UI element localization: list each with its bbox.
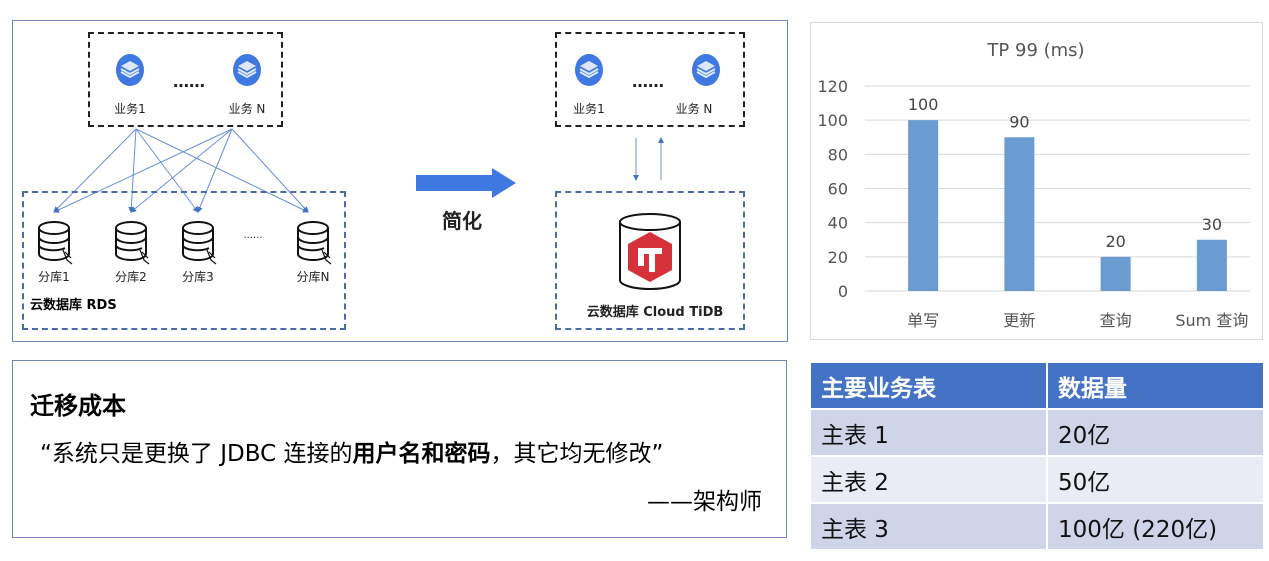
mysql-database-icon: [179, 220, 223, 270]
chart-title: TP 99 (ms): [986, 40, 1084, 61]
x-tick-label: 查询: [1100, 311, 1132, 330]
shard-ellipsis: ......: [243, 230, 263, 241]
cell: 100亿 (220亿): [1046, 502, 1265, 551]
y-tick-label: 40: [828, 214, 848, 233]
bar: [1100, 256, 1131, 291]
y-tick-label: 100: [817, 111, 848, 130]
tp99-bar-chart: TP 99 (ms) 0 20 40 60 80 100 120 100 单写 90 更新 20 查询 30…: [817, 40, 1250, 330]
architecture-panel: [12, 20, 788, 342]
mysql-database-icon: [112, 220, 156, 270]
data-label: 90: [1009, 112, 1029, 131]
shard-label: 分库1: [38, 270, 70, 284]
header-table: 主要业务表: [809, 361, 1048, 410]
data-label: 30: [1202, 215, 1222, 234]
y-tick-label: 0: [838, 282, 848, 301]
x-tick-label: Sum 查询: [1175, 311, 1248, 330]
chart-panel: [810, 22, 1263, 340]
cell: 20亿: [1046, 408, 1265, 457]
simplify-arrow: [416, 168, 516, 198]
y-tick-label: 20: [828, 248, 848, 267]
mysql-database-icon: [294, 220, 338, 270]
quote-post: ，其它均无修改”: [490, 441, 664, 467]
cell: 50亿: [1046, 455, 1265, 504]
rds-box: [22, 191, 346, 330]
connection-lines: [53, 128, 664, 213]
ellipsis: ……: [173, 72, 205, 91]
ellipsis: ……: [632, 72, 664, 91]
migration-cost-panel: [12, 360, 787, 538]
bar: [908, 120, 939, 292]
mysql-database-icon: [35, 220, 79, 270]
x-tick-label: 更新: [1003, 311, 1035, 330]
service-label: 业务 N: [228, 102, 266, 116]
rds-label: 云数据库 RDS: [30, 298, 117, 313]
tidb-box: [555, 191, 745, 330]
service-label: 业务 N: [675, 102, 713, 116]
service-stack-icon: [232, 53, 262, 91]
cell: 主表 2: [809, 455, 1048, 504]
service-label: 业务1: [573, 102, 605, 116]
attribution: ——架构师: [647, 489, 762, 515]
cost-title: 迁移成本: [30, 392, 126, 420]
y-tick-label: 60: [828, 180, 848, 199]
header-volume: 数据量: [1046, 361, 1265, 410]
cost-quote: “系统只是更换了 JDBC 连接的用户名和密码，其它均无修改”: [40, 434, 663, 468]
tidb-database-icon: [619, 213, 681, 290]
data-label: 20: [1105, 232, 1125, 251]
service-stack-icon: [115, 53, 145, 91]
services-box-after: [555, 32, 745, 127]
bar: [1196, 239, 1227, 291]
services-box-before: [88, 32, 283, 127]
y-tick-label: 120: [817, 77, 848, 96]
quote-bold: 用户名和密码: [352, 441, 491, 467]
service-stack-icon: [691, 53, 721, 91]
simplify-label: 简化: [442, 209, 482, 233]
bar: [1004, 137, 1035, 291]
tidb-label: 云数据库 Cloud TiDB: [586, 305, 724, 320]
quote-pre: “系统只是更换了 JDBC 连接的: [40, 441, 353, 467]
shard-label: 分库2: [115, 270, 147, 284]
y-tick-label: 80: [828, 145, 848, 164]
x-tick-label: 单写: [907, 311, 939, 330]
data-label: 100: [908, 95, 939, 114]
cell: 主表 1: [809, 408, 1048, 457]
service-stack-icon: [574, 53, 604, 91]
shard-label: 分库3: [182, 270, 214, 284]
service-label: 业务1: [114, 102, 146, 116]
shard-label: 分库N: [296, 270, 330, 284]
cell: 主表 3: [809, 502, 1048, 551]
